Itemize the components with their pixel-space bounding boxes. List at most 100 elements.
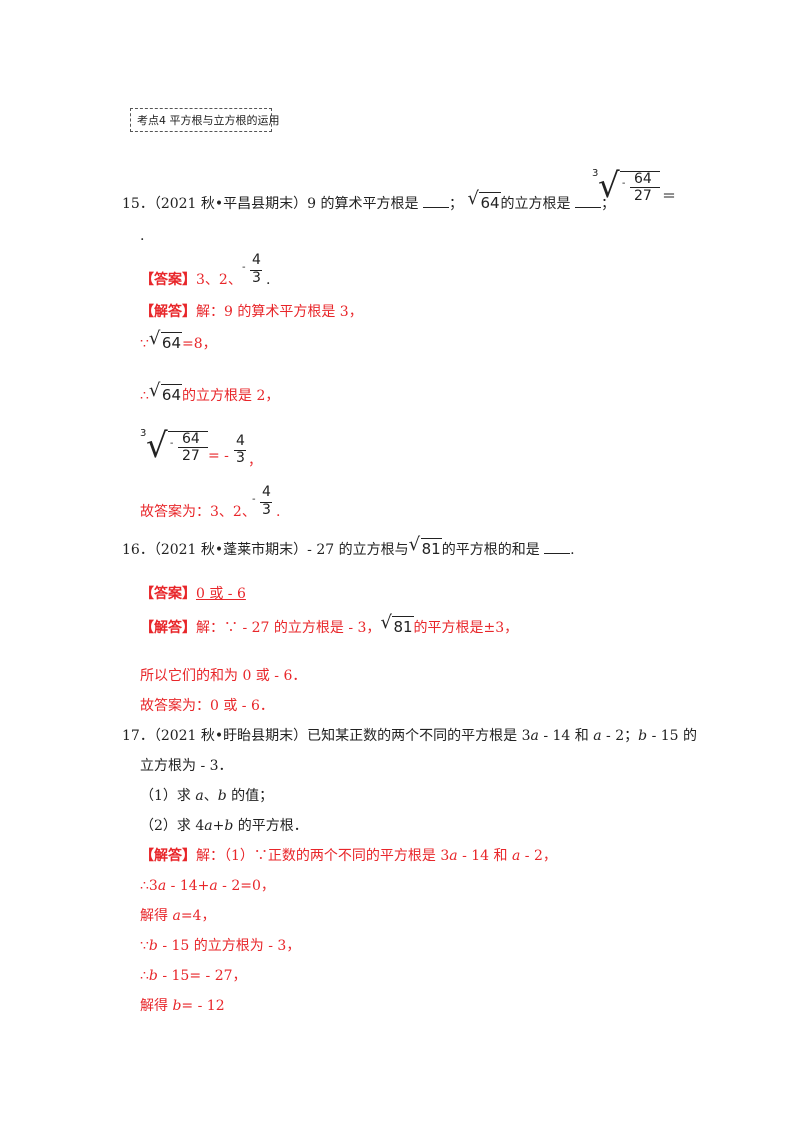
fraction-denominator: 3 bbox=[262, 502, 271, 518]
q17-sol6: 解得 bbox=[140, 998, 173, 1014]
q15-solution-line2: ∵√64=8， bbox=[140, 328, 217, 354]
var-a: a bbox=[172, 908, 181, 924]
sqrt-64-radicand: 64 bbox=[160, 384, 183, 404]
var-a: a bbox=[449, 848, 458, 864]
q17-source: （2021 秋•盱眙县期末） bbox=[153, 728, 308, 744]
therefore-symbol: ∴ bbox=[140, 388, 149, 404]
q15-text2: 的立方根是 bbox=[500, 196, 571, 212]
q17-sub1b: 、 bbox=[203, 788, 218, 804]
sqrt-64: √64 bbox=[467, 189, 501, 214]
q17-text1c: - 2； bbox=[601, 728, 639, 744]
q17-sol3: 解得 bbox=[140, 908, 173, 924]
q17-text1b: - 14 和 bbox=[538, 728, 594, 744]
solution-label: 【解答】 bbox=[140, 620, 196, 636]
q15-blank-1 bbox=[422, 193, 449, 208]
q17-solution-line2: ∴3a - 14+a - 2=0， bbox=[140, 876, 275, 896]
q17-sub2b: + bbox=[212, 818, 225, 834]
answer-label: 【答案】 bbox=[140, 272, 196, 288]
q17-solution-line5: ∴b - 15= - 27， bbox=[140, 966, 247, 986]
sqrt-81-radicand: 81 bbox=[420, 538, 442, 558]
q15-final-answer: 故答案为：3、2、 bbox=[140, 504, 256, 520]
q15-sep2: ； bbox=[600, 196, 615, 212]
solution-text-b: 的平方根是±3， bbox=[413, 620, 519, 636]
q15-continuation: . bbox=[140, 228, 145, 244]
q16-text2: 的平方根的和是 bbox=[441, 542, 540, 558]
var-a: a bbox=[511, 848, 521, 864]
fraction-numerator: 4 bbox=[236, 433, 245, 449]
radical-icon: √ bbox=[148, 380, 161, 401]
q17-sub2: （2）求 4a+b 的平方根． bbox=[140, 816, 308, 836]
sqrt-64-radicand: 64 bbox=[479, 192, 501, 212]
radical-icon: √ bbox=[148, 328, 161, 349]
var-b: b bbox=[638, 728, 648, 744]
question-17: 17．（2021 秋•盱眙县期末）已知某正数的两个不同的平方根是 3a - 14… bbox=[122, 726, 697, 746]
q17-sol2b: - 14+ bbox=[166, 878, 210, 894]
var-a: a bbox=[209, 878, 218, 894]
solution-line3-tail: 的立方根是 2， bbox=[182, 388, 280, 404]
q15-source: （2021 秋•平昌县期末） bbox=[153, 196, 308, 212]
radical-icon: √ bbox=[408, 534, 421, 555]
cube-root-neg64-27: 3 √ - 64 27 ＝ bbox=[592, 166, 676, 206]
fraction-denominator: 3 bbox=[252, 270, 261, 286]
q17-sub1: （1）求 a、b 的值； bbox=[140, 786, 273, 806]
line4-tail: ， bbox=[248, 453, 262, 469]
q17-sol4b: - 15 的立方根为 - 3， bbox=[157, 938, 301, 954]
var-a: a bbox=[204, 818, 213, 834]
q17-sol5: ∴ bbox=[140, 968, 149, 984]
q17-sub2-text: （2）求 4 bbox=[140, 818, 205, 834]
fraction-numerator: 4 bbox=[252, 252, 261, 268]
topic-label: 考点4 平方根与立方根的运用 bbox=[130, 108, 280, 132]
q17-solution-line6: 解得 b= - 12 bbox=[140, 996, 225, 1016]
equals-minus: = - bbox=[208, 448, 229, 464]
answer-text: 3、2、 bbox=[196, 272, 242, 288]
cube-radical-icon: √ bbox=[146, 426, 168, 466]
cube-denominator: 27 bbox=[634, 188, 652, 204]
q15-solution-line3: ∴√64的立方根是 2， bbox=[140, 380, 280, 406]
q17-solution-line4: ∵b - 15 的立方根为 - 3， bbox=[140, 936, 300, 956]
q17-number: 17． bbox=[122, 728, 154, 744]
var-b: b bbox=[172, 998, 182, 1014]
q15-solution-line4: 3 √ - 64 27 = - 4 3 ， bbox=[140, 426, 262, 469]
sqrt-81: √81 bbox=[380, 612, 414, 638]
question-16: 16．（2021 秋•蓬莱市期末）- 27 的立方根与√81的平方根的和是 . bbox=[122, 534, 575, 560]
var-a: a bbox=[157, 878, 167, 894]
sqrt-64-radicand: 64 bbox=[160, 332, 183, 352]
q17-sub1-text: （1）求 bbox=[140, 788, 196, 804]
solution-label: 【解答】 bbox=[140, 304, 196, 320]
var-a: a bbox=[593, 728, 602, 744]
q16-blank bbox=[544, 539, 571, 554]
q17-solution-line1: 【解答】解：（1）∵正数的两个不同的平方根是 3a - 14 和 a - 2， bbox=[140, 846, 557, 866]
var-b: b bbox=[217, 788, 227, 804]
q16-text1: - 27 的立方根与 bbox=[307, 542, 409, 558]
q17-text1d: - 15 的 bbox=[647, 728, 698, 744]
q17-sol1b: - 14 和 bbox=[457, 848, 512, 864]
cube-numerator: 64 bbox=[182, 431, 200, 447]
answer-text: 0 或 - 6 bbox=[196, 586, 246, 602]
var-a: a bbox=[195, 788, 204, 804]
radical-icon: √ bbox=[380, 612, 392, 633]
q17-sol4: ∵ bbox=[140, 938, 149, 954]
var-b: b bbox=[148, 938, 158, 954]
cube-numerator: 64 bbox=[634, 171, 652, 187]
solution-line2-tail: =8， bbox=[182, 336, 217, 352]
fraction-denominator: 3 bbox=[236, 450, 245, 466]
answer-end: . bbox=[266, 272, 271, 288]
q17-sol1: 解：（1）∵正数的两个不同的平方根是 3 bbox=[196, 848, 450, 864]
q16-answer: 【答案】0 或 - 6 bbox=[140, 584, 246, 604]
sqrt-64: √64 bbox=[148, 328, 183, 354]
q17-sol2c: - 2=0， bbox=[217, 878, 275, 894]
q16-solution-line2: 所以它们的和为 0 或 - 6． bbox=[140, 668, 307, 684]
cube-radical-icon: √ bbox=[598, 166, 620, 206]
var-b: b bbox=[148, 968, 158, 984]
q16-source: （2021 秋•蓬莱市期末） bbox=[153, 542, 308, 558]
q17-solution-line3: 解得 a=4， bbox=[140, 906, 215, 926]
solution-text: 解：∵ - 27 的立方根是 - 3， bbox=[196, 620, 381, 636]
cube-minus: - bbox=[622, 178, 626, 189]
q15-answer: 【答案】3、2、 bbox=[140, 270, 242, 290]
q15-blank-2 bbox=[574, 193, 601, 208]
q15-number: 15． bbox=[122, 196, 154, 212]
q17-sub2c: 的平方根． bbox=[233, 818, 308, 834]
cube-denominator: 27 bbox=[182, 448, 200, 464]
q15-solution-line1: 【解答】解：9 的算术平方根是 3， bbox=[140, 302, 363, 322]
because-symbol: ∵ bbox=[140, 336, 149, 352]
